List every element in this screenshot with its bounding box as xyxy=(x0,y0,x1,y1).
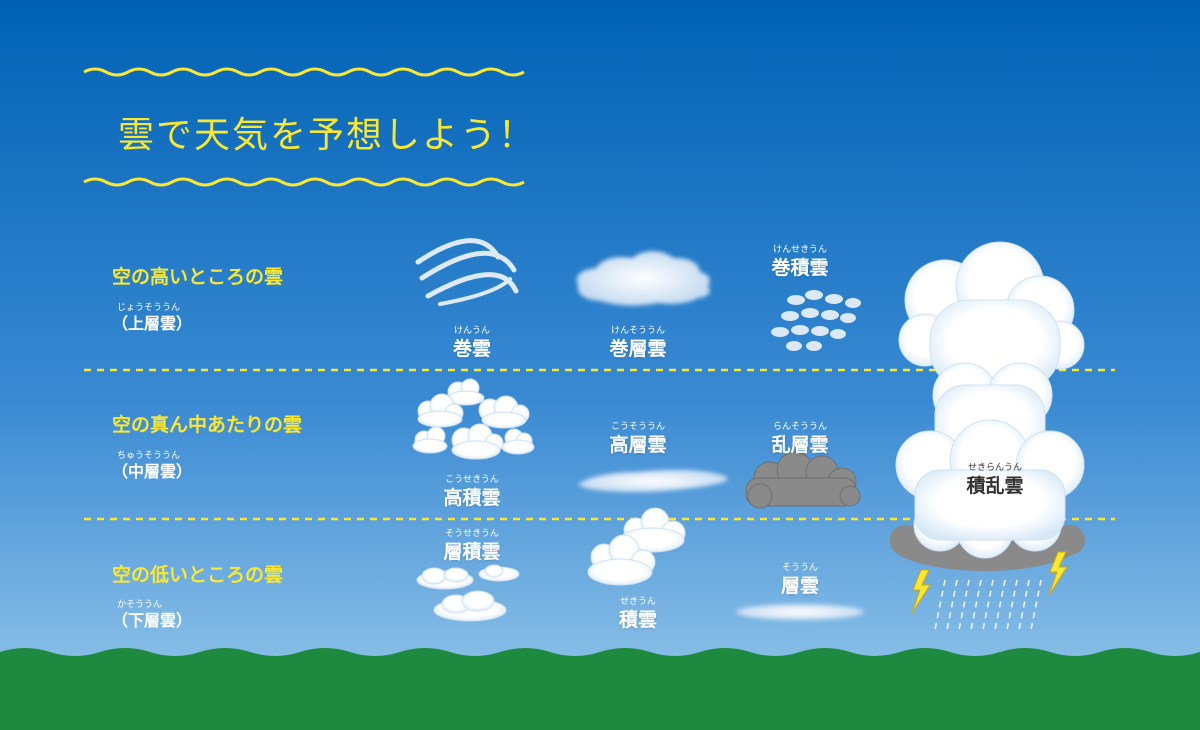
altocumulus-label: 高積雲 xyxy=(443,487,501,509)
altocumulus-cloud-graphic xyxy=(412,378,535,460)
stratocumulus-cloud-graphic xyxy=(416,564,520,622)
band-ruby-high: じょうそううん xyxy=(117,303,181,313)
stratus-label: 層雲 xyxy=(780,575,820,597)
title-wave-top xyxy=(83,67,525,77)
stratus-ruby: そううん xyxy=(781,563,819,573)
ground xyxy=(0,648,1200,730)
band-label-low: 空の低いところの雲 xyxy=(112,564,284,586)
band-sub-high: （上層雲） xyxy=(112,314,193,333)
band-label-high: 空の高いところの雲 xyxy=(112,266,284,288)
cirrocumulus-label: 巻積雲 xyxy=(771,257,829,279)
stratocumulus-ruby: そうせきうん xyxy=(445,529,499,539)
stratus-cloud-graphic xyxy=(736,604,864,620)
cirrostratus-cloud-graphic xyxy=(576,251,710,306)
cirrocumulus-cloud-graphic xyxy=(771,290,861,351)
band-ruby-middle: ちゅうそううん xyxy=(117,451,181,461)
altostratus-cloud-graphic xyxy=(578,469,728,492)
nimbostratus-label: 乱層雲 xyxy=(771,434,829,456)
band-ruby-low: かそううん xyxy=(117,600,163,610)
band-label-middle: 空の真ん中あたりの雲 xyxy=(112,414,303,436)
title-wave-bottom xyxy=(83,177,525,187)
altostratus-ruby: こうそううん xyxy=(610,422,666,432)
nimbostratus-ruby: らんそううん xyxy=(772,422,828,432)
cirrus-label: 巻雲 xyxy=(452,338,492,360)
cirrocumulus-ruby: けんせきうん xyxy=(773,245,827,255)
cumulonimbus-label: 積乱雲 xyxy=(966,475,1024,497)
band-sub-low: （下層雲） xyxy=(112,611,193,630)
nimbostratus-cloud-graphic xyxy=(745,451,861,509)
stratocumulus-label: 層積雲 xyxy=(443,541,501,563)
altostratus-label: 高層雲 xyxy=(609,434,667,456)
cumulus-label: 積雲 xyxy=(618,609,658,631)
cumulus-cloud-graphic xyxy=(587,507,686,586)
cumulus-ruby: せきうん xyxy=(620,597,656,607)
cirrus-cloud-graphic xyxy=(415,238,519,306)
cirrostratus-ruby: けんそううん xyxy=(610,326,666,336)
altocumulus-ruby: こうせきうん xyxy=(445,475,499,485)
band-sub-middle: （中層雲） xyxy=(112,462,193,481)
cirrus-ruby: けんうん xyxy=(453,326,491,336)
cumulonimbus-ruby: せきらんうん xyxy=(967,463,1023,473)
cirrostratus-label: 巻層雲 xyxy=(609,338,667,360)
cumulonimbus-cloud-graphic xyxy=(890,241,1085,631)
page-title: 雲で天気を予想しよう！ xyxy=(118,115,537,156)
